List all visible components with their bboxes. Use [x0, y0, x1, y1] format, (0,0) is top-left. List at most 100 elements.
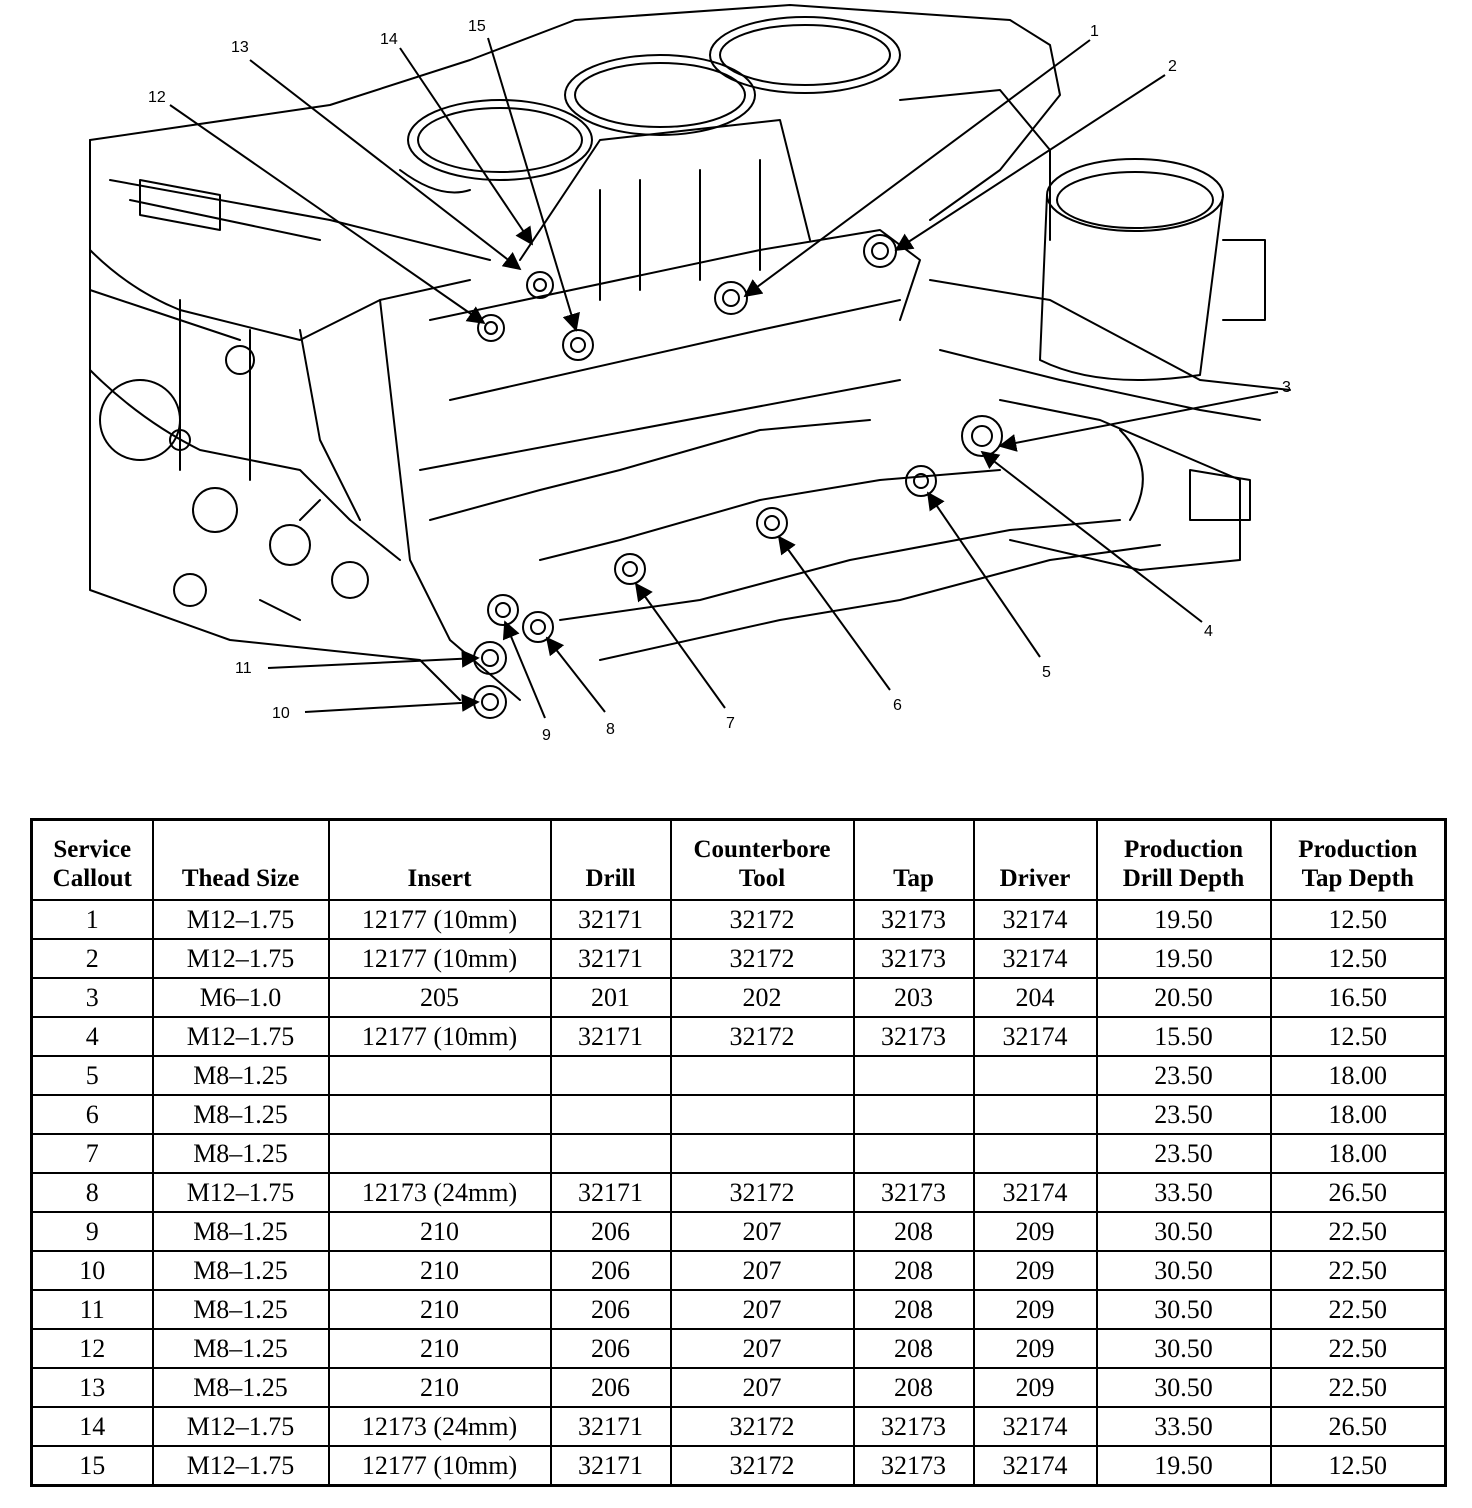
table-cell: M12–1.75: [151, 1172, 330, 1213]
callout-15-label: 15: [468, 18, 486, 35]
table-cell: 32171: [549, 1445, 672, 1487]
table-cell: 12173 (24mm): [327, 1406, 552, 1447]
table-cell: 5: [30, 1055, 154, 1096]
table-cell: M8–1.25: [151, 1211, 330, 1252]
table-cell: 32174: [972, 1016, 1098, 1057]
table-cell: 210: [327, 1289, 552, 1330]
table-cell: 30.50: [1095, 1250, 1272, 1291]
table-cell: 22.50: [1269, 1328, 1447, 1369]
table-cell: 15.50: [1095, 1016, 1272, 1057]
table-cell: 203: [852, 977, 975, 1018]
table-cell: 210: [327, 1211, 552, 1252]
table-cell: 12177 (10mm): [327, 1016, 552, 1057]
table-cell: 23.50: [1095, 1094, 1272, 1135]
column-header: Driver: [972, 818, 1098, 901]
table-cell: 32172: [669, 1016, 855, 1057]
table-cell: 32172: [669, 1445, 855, 1487]
table-cell: 30.50: [1095, 1328, 1272, 1369]
column-header-line: Tool: [738, 865, 786, 892]
table-cell: 208: [852, 1328, 975, 1369]
table-cell: 201: [549, 977, 672, 1018]
table-cell: 210: [327, 1367, 552, 1408]
table-cell: 32172: [669, 899, 855, 940]
table-cell: 207: [669, 1289, 855, 1330]
column-header-line: Counterbore: [693, 836, 831, 863]
table-cell: M8–1.25: [151, 1328, 330, 1369]
engine-block-diagram: 1 2 3 4 5 6 7 8 9 10 11 12 13 14 15: [89, 4, 1291, 744]
callout-4-label: 4: [1204, 623, 1213, 640]
table-cell: 209: [972, 1328, 1098, 1369]
table-cell: 209: [972, 1367, 1098, 1408]
table-cell: 33.50: [1095, 1406, 1272, 1447]
table-cell: 207: [669, 1211, 855, 1252]
table-cell: 207: [669, 1367, 855, 1408]
table-cell: 33.50: [1095, 1172, 1272, 1213]
callout-12-label: 12: [148, 89, 166, 106]
table-cell: M8–1.25: [151, 1367, 330, 1408]
table-cell: 19.50: [1095, 1445, 1272, 1487]
table-cell: 32172: [669, 1172, 855, 1213]
table-cell: 16.50: [1269, 977, 1447, 1018]
column-header-line: Production: [1124, 836, 1243, 863]
table-cell: 208: [852, 1250, 975, 1291]
table-cell: [972, 1055, 1098, 1096]
table-cell: M12–1.75: [151, 899, 330, 940]
table-cell: 11: [30, 1289, 154, 1330]
table-cell: [669, 1094, 855, 1135]
table-cell: [669, 1133, 855, 1174]
column-header-line: Production: [1298, 836, 1418, 863]
table-cell: 9: [30, 1211, 154, 1252]
callout-6-label: 6: [893, 697, 902, 714]
table-cell: 12177 (10mm): [327, 938, 552, 979]
table-cell: 208: [852, 1211, 975, 1252]
table-cell: [852, 1133, 975, 1174]
table-cell: 32174: [972, 1172, 1098, 1213]
table-cell: [549, 1094, 672, 1135]
table-cell: 206: [549, 1250, 672, 1291]
column-header: Insert: [327, 818, 552, 901]
table-cell: [549, 1055, 672, 1096]
column-header-line: Thead Size: [181, 865, 300, 892]
column-header-line: Drill: [585, 865, 636, 892]
table-cell: 30.50: [1095, 1367, 1272, 1408]
callout-7-label: 7: [726, 715, 735, 732]
table-cell: 206: [549, 1328, 672, 1369]
table-cell: 32171: [549, 938, 672, 979]
table-cell: 12.50: [1269, 938, 1447, 979]
table-cell: 206: [549, 1289, 672, 1330]
table-cell: [852, 1094, 975, 1135]
table-cell: 32174: [972, 1406, 1098, 1447]
table-cell: [327, 1133, 552, 1174]
table-cell: 32171: [549, 899, 672, 940]
table-cell: 8: [30, 1172, 154, 1213]
table-cell: 204: [972, 977, 1098, 1018]
table-cell: [852, 1055, 975, 1096]
table-cell: 23.50: [1095, 1133, 1272, 1174]
engine-block-drawing: 1 2 3 4 5 6 7 8 9 10 11 12 13 14 15: [89, 4, 1291, 744]
table-cell: 14: [30, 1406, 154, 1447]
callout-13-label: 13: [231, 39, 249, 56]
column-header-line: Callout: [52, 865, 132, 892]
table-cell: 32174: [972, 899, 1098, 940]
table-cell: 32173: [852, 1172, 975, 1213]
table-cell: 209: [972, 1250, 1098, 1291]
table-cell: 10: [30, 1250, 154, 1291]
table-cell: M12–1.75: [151, 1445, 330, 1487]
table-cell: 26.50: [1269, 1406, 1447, 1447]
table-cell: 32173: [852, 1406, 975, 1447]
table-cell: 18.00: [1269, 1133, 1447, 1174]
table-cell: 209: [972, 1211, 1098, 1252]
table-cell: 22.50: [1269, 1250, 1447, 1291]
table-cell: 12.50: [1269, 1445, 1447, 1487]
callout-9-label: 9: [542, 727, 551, 744]
